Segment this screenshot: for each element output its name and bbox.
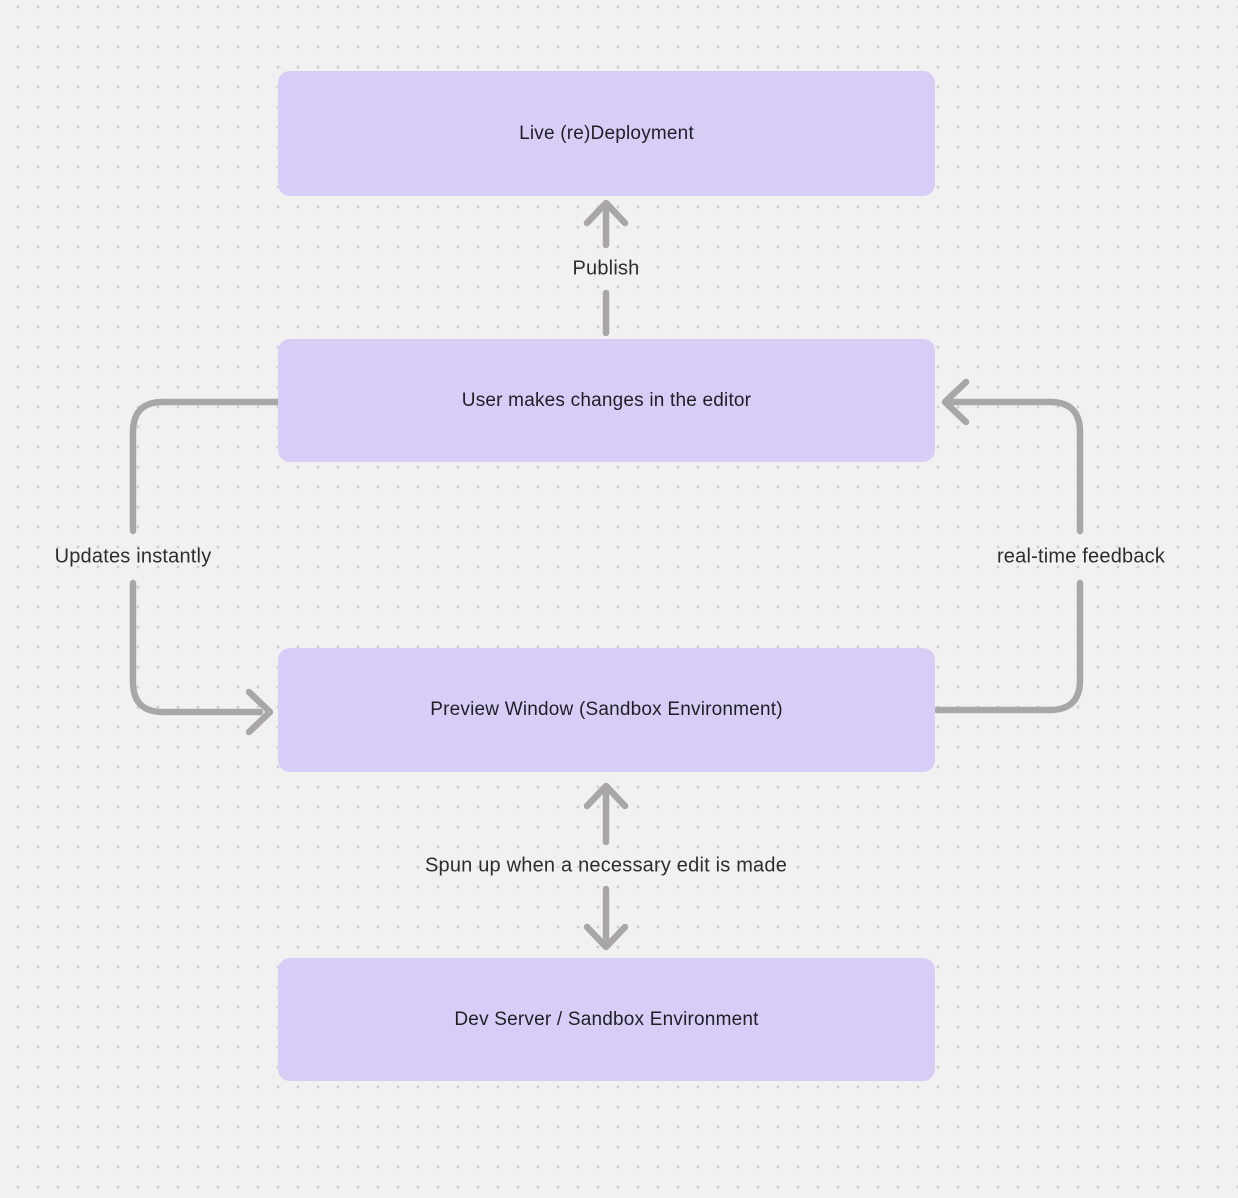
node-user-makes-changes[interactable]: User makes changes in the editor [278, 339, 935, 462]
arrow-left-chevron-icon [941, 378, 970, 426]
edge-label-realtime-feedback: real-time feedback [996, 545, 1166, 568]
node-live-deployment[interactable]: Live (re)Deployment [278, 71, 935, 196]
arrow-up-chevron-icon [583, 782, 629, 810]
arrow-down-chevron-icon [583, 923, 629, 951]
arrow-up-chevron-icon [583, 199, 629, 227]
edge-label-updates-instantly: Updates instantly [54, 545, 212, 568]
edge-label-spun-up: Spun up when a necessary edit is made [424, 854, 788, 877]
arrow-shaft [129, 398, 282, 535]
node-label: Preview Window (Sandbox Environment) [430, 699, 783, 720]
node-label: Dev Server / Sandbox Environment [454, 1008, 759, 1030]
arrow-shaft [129, 579, 264, 716]
node-label: Live (re)Deployment [519, 122, 694, 144]
node-dev-server[interactable]: Dev Server / Sandbox Environment [278, 958, 935, 1081]
node-preview-window[interactable]: Preview Window (Sandbox Environment) [278, 648, 935, 772]
node-label: User makes changes in the editor [461, 389, 752, 411]
arrow-shaft [933, 579, 1084, 714]
arrow-shaft [948, 398, 1084, 535]
arrow-right-chevron-icon [245, 688, 274, 736]
edge-label-publish: Publish [572, 257, 640, 280]
